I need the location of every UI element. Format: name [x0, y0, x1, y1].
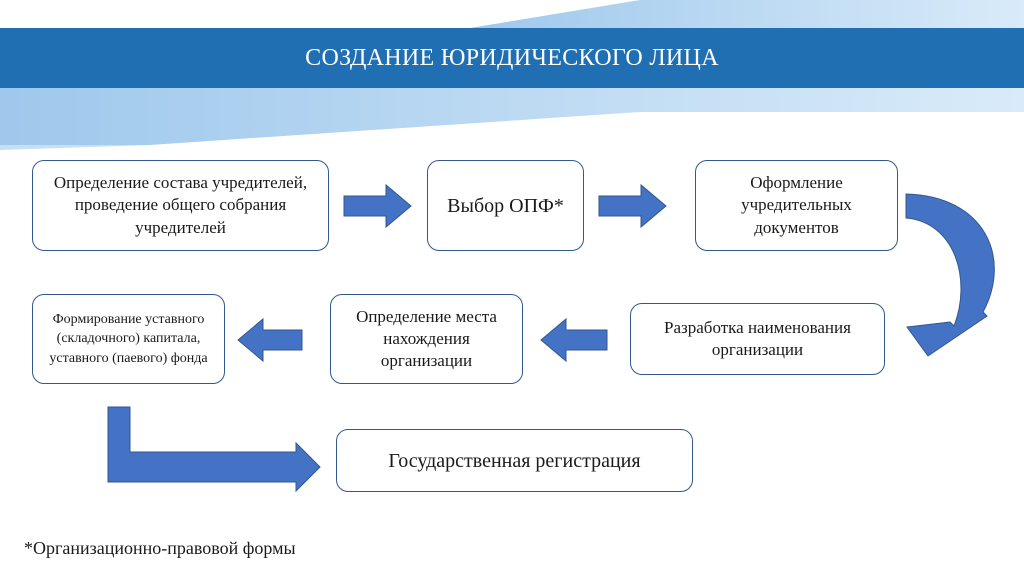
- footnote: *Организационно-правовой формы: [24, 538, 296, 558]
- step-registration: Государственная регистрация: [336, 429, 693, 492]
- step-opf: Выбор ОПФ*: [427, 160, 584, 251]
- arrow-right-icon: [343, 183, 412, 229]
- elbow-arrow-icon: [107, 406, 321, 493]
- arrow-left-icon: [237, 317, 303, 363]
- step-capital: Формирование уставного (складочного) кап…: [32, 294, 225, 384]
- header-band: [0, 28, 1024, 88]
- step-location: Определение места нахождения организации: [330, 294, 523, 384]
- curved-arrow-down-icon: [905, 193, 995, 357]
- arrow-right-icon: [598, 183, 667, 229]
- step-founders: Определение состава учредителей, проведе…: [32, 160, 329, 251]
- header-banner: [0, 0, 1024, 150]
- page-title: СОЗДАНИЕ ЮРИДИЧЕСКОГО ЛИЦА: [305, 44, 719, 71]
- step-name: Разработка наименования организации: [630, 303, 885, 375]
- arrow-left-icon: [540, 317, 608, 363]
- step-documents: Оформление учредительных документов: [695, 160, 898, 251]
